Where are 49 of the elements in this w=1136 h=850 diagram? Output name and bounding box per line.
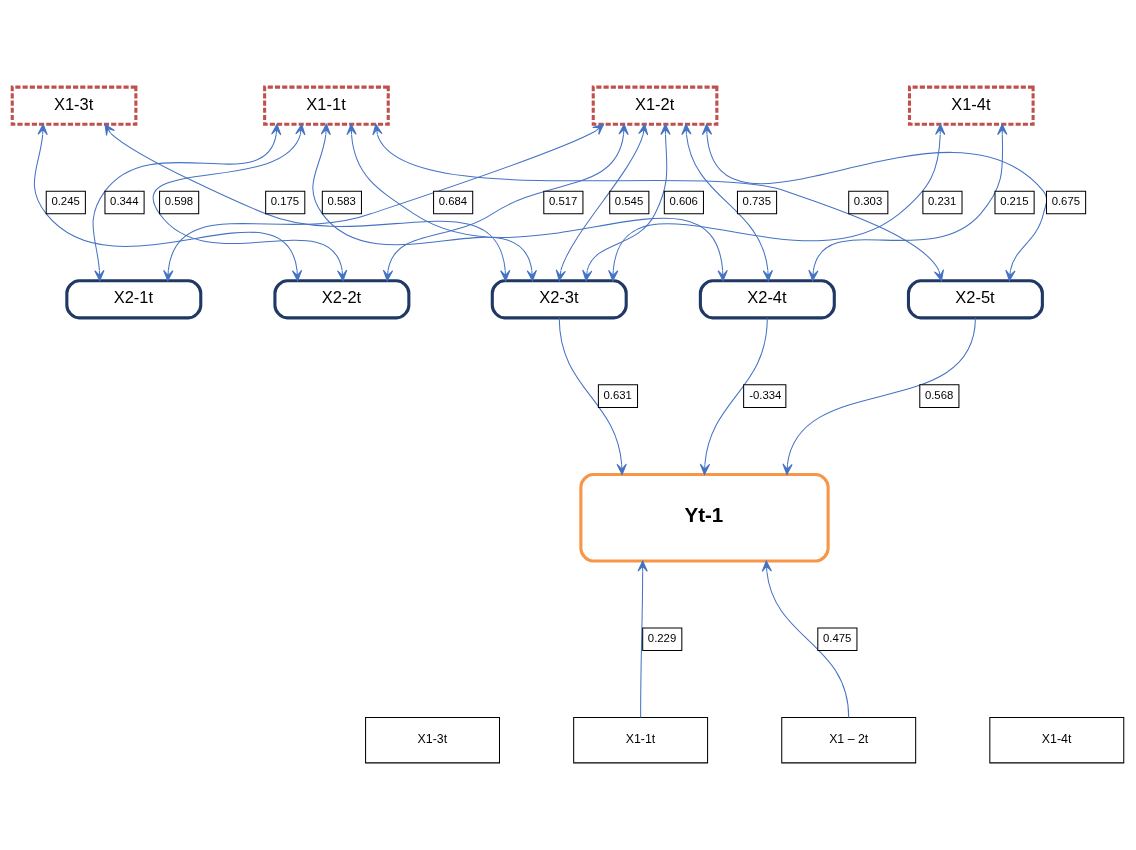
edge-label: 0.517 [548,195,578,208]
edge-label: 0.303 [853,195,883,208]
edge-label: 0.583 [327,195,356,208]
node-box: Yt-1 [579,472,830,563]
arrow [761,560,850,719]
node-box: X1-1t [263,85,390,126]
edge-label: 0.229 [647,632,677,645]
arrow [808,123,1008,282]
edge-label: 0.344 [110,195,139,208]
edge-label: 0.598 [164,195,194,208]
node-box: X1-4t [989,717,1125,764]
node-box: X2-2t [273,279,411,320]
edge-label: 0.215 [1000,195,1029,208]
arrow [681,123,773,282]
edge-label: 0.606 [669,195,698,208]
node-box: X2-5t [906,279,1044,320]
arrow [92,123,282,282]
node-box: X1-4t [907,85,1035,126]
arrow [346,123,728,282]
node-box: X1-3t [10,85,138,126]
arrow [782,317,976,475]
node-box: X2-4t [698,279,836,320]
edge-label: 0.684 [438,195,468,208]
edge-label: 0.245 [51,195,80,208]
edge-label: 0.545 [614,195,644,208]
arrow [382,123,629,282]
edge-label: 0.631 [603,389,632,402]
arrow [372,123,944,282]
node-box: X1-2t [591,85,719,126]
edge-label: 0.568 [924,389,954,402]
arrow [699,317,768,475]
node-box: X2-3t [490,279,628,320]
edge-label: 0.735 [742,195,771,208]
edge-label: 0.475 [822,632,852,645]
edge-label: 0.175 [270,195,300,208]
node-box: X1-1t [573,717,709,764]
edge-label: 0.675 [1051,195,1080,208]
edge-label: 0.231 [928,195,957,208]
arrow [637,560,648,719]
arrow [701,123,1048,282]
node-box: X1-3t [365,717,500,764]
node-box: X2-1t [65,279,203,320]
edge-label: -0.334 [749,389,782,402]
arrow [582,123,671,282]
arrow [312,123,537,282]
arrow [152,123,348,282]
arrow [163,123,605,282]
node-box: X1 – 2t [781,717,917,764]
arrow [558,317,627,475]
